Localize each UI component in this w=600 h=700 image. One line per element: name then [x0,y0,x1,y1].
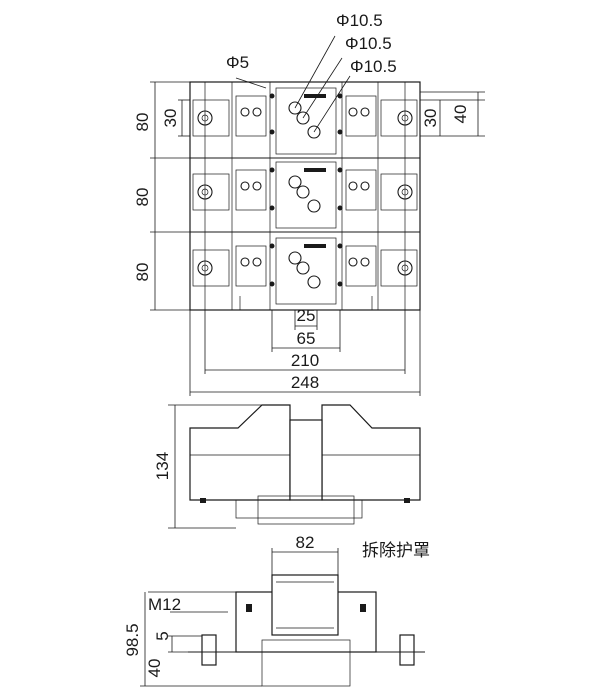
label-pitch-2: 80 [133,188,152,207]
label-hole-large-3: Φ10.5 [350,57,397,76]
label-width-25: 25 [297,306,316,325]
right-bolt [399,634,415,666]
side-base [261,639,351,687]
module-row-2 [192,161,418,229]
label-dim-40: 40 [145,659,164,678]
label-width-248: 248 [291,373,319,392]
label-hole-small: Φ5 [226,53,249,72]
front-base [235,499,363,519]
module-row-3 [192,237,418,305]
label-pitch-1: 80 [133,113,152,132]
front-left-block [189,404,291,501]
module-row-1 [192,87,418,155]
left-bolt [201,634,217,666]
label-dim-5: 5 [153,631,172,640]
label-width-65: 65 [297,329,316,348]
label-thread: M12 [148,595,181,614]
label-side-height: 98.5 [123,623,142,656]
label-pitch-3: 80 [133,263,152,282]
top-view: Φ10.5 Φ10.5 Φ10.5 Φ5 80 80 80 30 30 40 2… [133,11,485,396]
top-view-outline [189,81,421,311]
label-outer-right: 40 [451,105,470,124]
label-front-height: 134 [153,452,172,480]
front-right-block [321,404,421,501]
label-hole-large-2: Φ10.5 [345,34,392,53]
front-mount [257,495,355,525]
label-hole-large-1: Φ10.5 [336,11,383,30]
label-cover-removed: 拆除护罩 [362,541,430,561]
label-inner-left: 30 [161,109,180,128]
side-cover [271,574,339,636]
label-inner-right: 30 [421,109,440,128]
side-view: 82 拆除护罩 M12 98.5 5 40 [123,533,430,687]
top-view-dimensions [150,35,485,396]
label-cover-width: 82 [296,533,315,552]
label-width-210: 210 [291,351,319,370]
front-center-gap [289,419,323,501]
front-view: 134 [153,404,421,529]
